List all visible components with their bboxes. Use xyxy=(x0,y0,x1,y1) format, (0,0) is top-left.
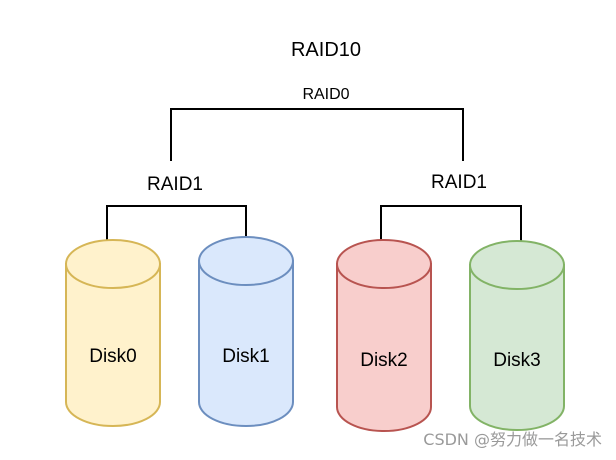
disk1-cylinder: Disk1 xyxy=(198,236,294,427)
disk3-cylinder: Disk3 xyxy=(469,240,565,431)
raid0-connector xyxy=(170,108,464,161)
raid1-connector-right xyxy=(380,205,522,259)
raid0-label: RAID0 xyxy=(302,86,349,103)
disk2-cylinder: Disk2 xyxy=(336,239,432,432)
raid1-connector-left xyxy=(106,205,247,258)
disk3-label: Disk3 xyxy=(493,350,541,371)
watermark: CSDN @努力做一名技术 xyxy=(423,430,602,449)
disk1-label: Disk1 xyxy=(222,346,270,367)
raid1-label-left: RAID1 xyxy=(147,174,203,195)
diagram-title: RAID10 xyxy=(291,39,361,61)
raid1-label-right: RAID1 xyxy=(431,172,487,193)
disk0-cylinder: Disk0 xyxy=(65,239,161,427)
disk2-label: Disk2 xyxy=(360,350,408,371)
disk0-label: Disk0 xyxy=(89,346,137,367)
